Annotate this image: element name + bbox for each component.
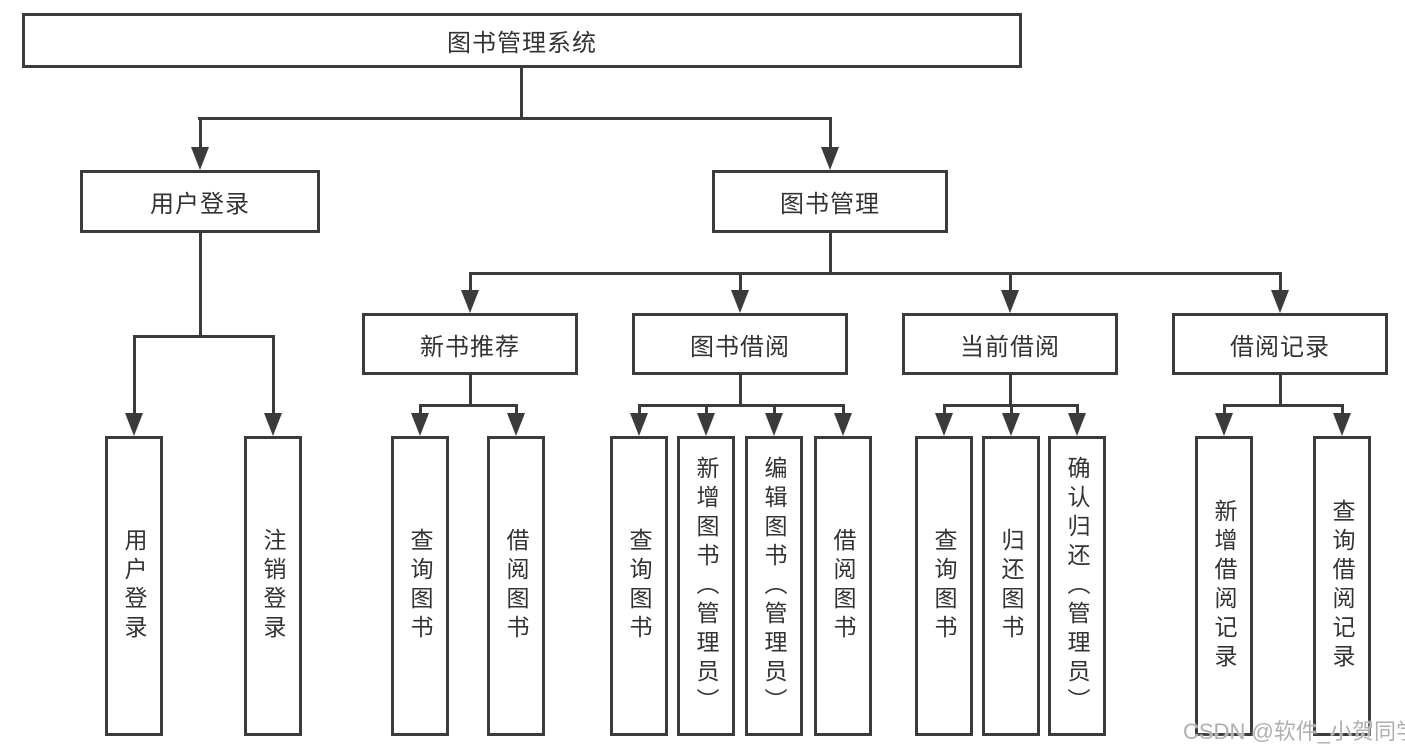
leaf-query-books-current: 查询图书: [915, 436, 973, 736]
connector-drop-book-management: [828, 117, 832, 149]
arrowhead-down: [1002, 413, 1020, 436]
leaf-logout: 注销登录: [244, 436, 302, 736]
arrowhead-down: [697, 413, 715, 436]
arrowhead-down: [1215, 413, 1233, 436]
connector-root-rail: [198, 117, 831, 120]
leaf-query-books-recommend: 查询图书: [391, 436, 449, 736]
connector-new-book-recommend-rail: [420, 404, 516, 407]
connector-book-management-rail: [470, 272, 1280, 275]
connector-book-management-stem: [828, 233, 832, 274]
node-book-borrowing: 图书借阅: [632, 313, 848, 375]
arrowhead-down: [821, 147, 839, 170]
connector-drop-book-borrowing: [738, 272, 742, 292]
connector-book-borrowing-rail: [639, 404, 843, 407]
arrowhead-down: [461, 290, 479, 313]
leaf-borrow-books-recommend: 借阅图书: [487, 436, 545, 736]
connector-drop: [942, 404, 946, 414]
connector-root-stem: [520, 66, 523, 118]
node-book-management: 图书管理: [712, 170, 948, 233]
connector-drop-leaf-user-login: [132, 335, 136, 415]
arrowhead-down: [765, 413, 783, 436]
connector-book-borrowing-stem: [738, 375, 742, 406]
connector-drop: [772, 404, 776, 414]
arrowhead-down: [630, 413, 648, 436]
arrowhead-down: [731, 290, 749, 313]
arrowhead-down: [1271, 290, 1289, 313]
connector-borrowing-records-rail: [1224, 404, 1342, 407]
connector-drop-current-borrowing: [1008, 272, 1012, 292]
node-new-book-recommend: 新书推荐: [362, 313, 578, 375]
node-user-login: 用户登录: [80, 170, 320, 233]
connector-drop: [1340, 404, 1344, 414]
leaf-return-books: 归还图书: [982, 436, 1040, 736]
connector-drop-borrowing-records: [1278, 272, 1282, 292]
arrowhead-down: [191, 147, 209, 170]
arrowhead-down: [1001, 290, 1019, 313]
connector-drop: [1009, 404, 1013, 414]
node-current-borrowing: 当前借阅: [902, 313, 1118, 375]
connector-drop: [514, 404, 518, 414]
connector-drop: [637, 404, 641, 414]
leaf-confirm-return-admin: 确认归还（管理员）: [1048, 436, 1106, 736]
arrowhead-down: [935, 413, 953, 436]
connector-drop: [1075, 404, 1079, 414]
leaf-borrow-books-borrowing: 借阅图书: [814, 436, 872, 736]
connector-user-login-rail: [134, 335, 275, 338]
connector-current-borrowing-stem: [1008, 375, 1012, 406]
connector-drop-new-book-recommend: [468, 272, 472, 292]
node-library-system: 图书管理系统: [22, 13, 1022, 68]
connector-drop: [418, 404, 422, 414]
connector-drop-user-login: [198, 117, 202, 149]
leaf-edit-books-admin: 编辑图书（管理员）: [745, 436, 803, 736]
leaf-add-borrow-record: 新增借阅记录: [1195, 436, 1253, 736]
arrowhead-down: [507, 413, 525, 436]
connector-user-login-stem: [198, 233, 202, 337]
leaf-query-books-borrowing: 查询图书: [610, 436, 668, 736]
arrowhead-down: [125, 413, 143, 436]
connector-drop-leaf-logout: [271, 335, 275, 415]
node-borrowing-records: 借阅记录: [1172, 313, 1388, 375]
csdn-watermark: CSDN @软件_小贺同学: [1183, 719, 1405, 744]
arrowhead-down: [1333, 413, 1351, 436]
connector-new-book-recommend-stem: [468, 375, 472, 406]
leaf-query-borrow-record: 查询借阅记录: [1313, 436, 1371, 736]
arrowhead-down: [1068, 413, 1086, 436]
arrowhead-down: [834, 413, 852, 436]
connector-drop: [841, 404, 845, 414]
leaf-add-books-admin: 新增图书（管理员）: [677, 436, 735, 736]
leaf-user-login: 用户登录: [105, 436, 163, 736]
connector-drop: [1222, 404, 1226, 414]
connector-drop: [704, 404, 708, 414]
arrowhead-down: [411, 413, 429, 436]
arrowhead-down: [264, 413, 282, 436]
connector-borrowing-records-stem: [1278, 375, 1282, 406]
